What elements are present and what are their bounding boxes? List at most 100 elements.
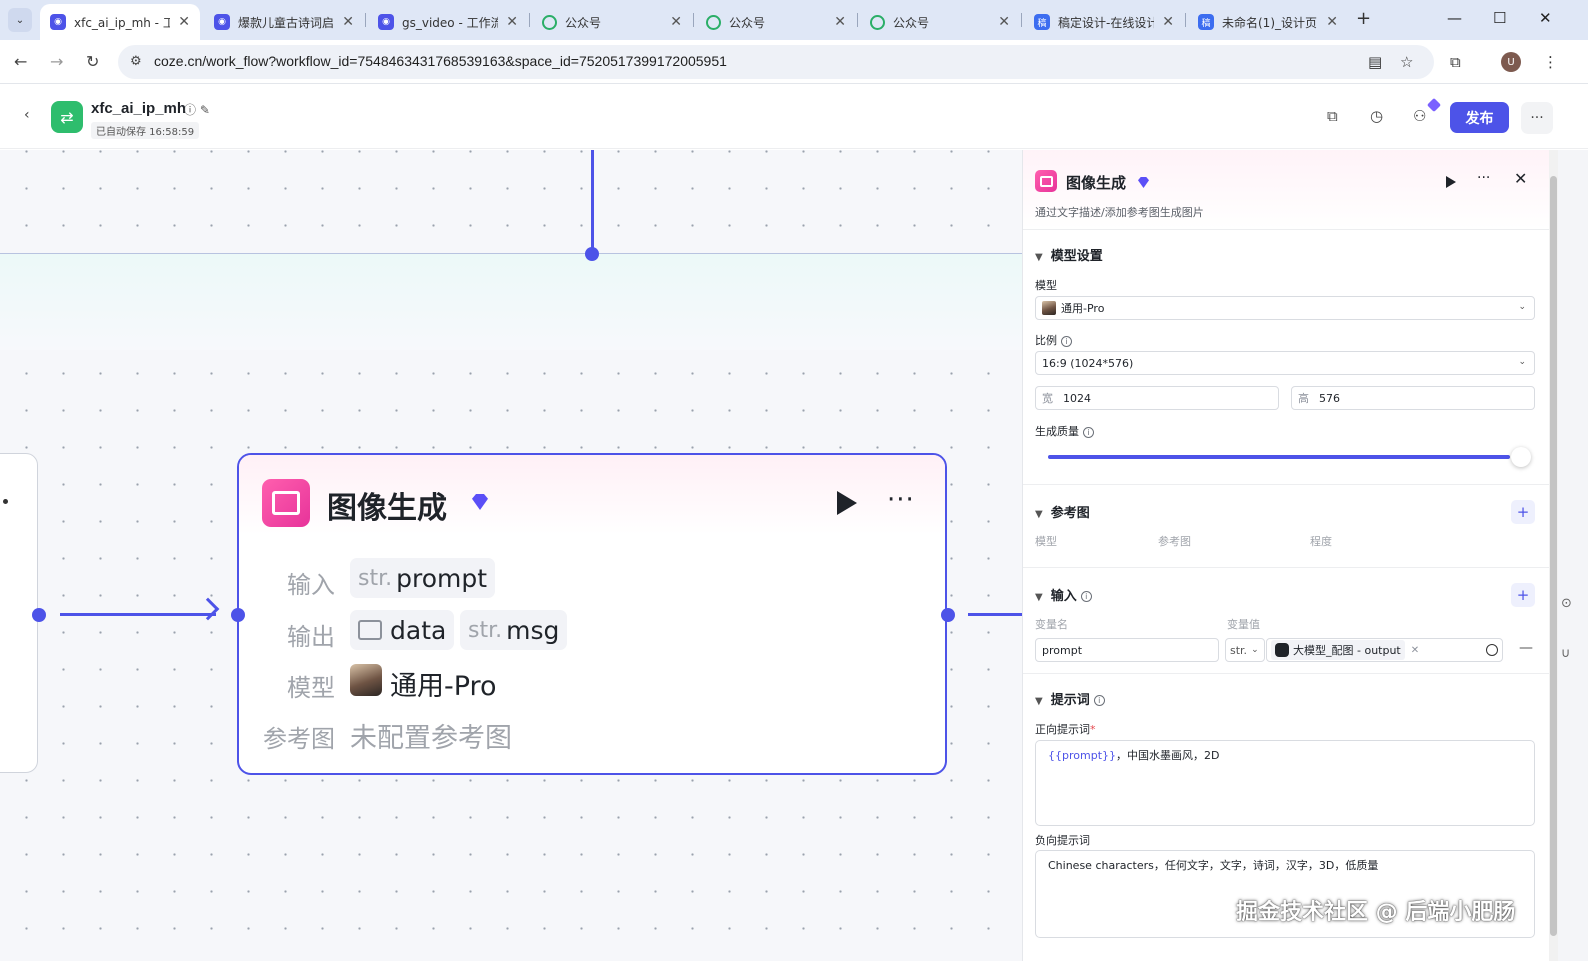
tab-search-button[interactable]: ⌄: [8, 8, 32, 32]
variable-name: prompt: [396, 563, 488, 593]
tab-title: 公众号: [893, 15, 930, 30]
publish-button[interactable]: 发布: [1450, 102, 1509, 133]
positive-prompt-input[interactable]: {{prompt}}，中国水墨画风，2D: [1035, 740, 1535, 826]
image-generation-node[interactable]: 图像生成 ··· 输入 str. prompt 输出 data str. msg…: [237, 453, 947, 775]
close-icon[interactable]: ✕: [1514, 169, 1528, 188]
chevron-down-icon: ⌄: [1251, 645, 1259, 655]
edit-icon[interactable]: ✎: [199, 103, 210, 117]
close-tab-icon[interactable]: ✕: [1162, 14, 1174, 30]
back-arrow-icon[interactable]: ‹: [24, 107, 30, 123]
browser-tab-4[interactable]: 公众号 ✕: [532, 4, 692, 40]
close-tab-icon[interactable]: ✕: [1326, 14, 1338, 30]
bookmark-star-icon[interactable]: ☆: [1400, 53, 1414, 71]
model-select[interactable]: 通用-Pro ⌄: [1035, 296, 1535, 320]
maximize-icon[interactable]: ☐: [1493, 9, 1507, 27]
close-tab-icon[interactable]: ✕: [342, 14, 354, 30]
model-settings-section[interactable]: ▼模型设置: [1035, 245, 1103, 264]
input-label: 输入: [287, 571, 335, 599]
var-type-select[interactable]: str.⌄: [1225, 638, 1265, 662]
ratio-select-value: 16:9 (1024*576): [1042, 356, 1134, 370]
height-field[interactable]: 高 576: [1291, 386, 1535, 410]
quality-slider-track[interactable]: [1048, 455, 1510, 459]
reference-value: 未配置参考图: [350, 723, 512, 754]
collaborators-icon[interactable]: ⚇: [1413, 107, 1427, 125]
model-avatar: [1042, 301, 1056, 315]
workflow-canvas[interactable]: 图像生成 ··· 输入 str. prompt 输出 data str. msg…: [0, 150, 1022, 961]
site-settings-icon[interactable]: ⚙: [130, 54, 142, 69]
output-port[interactable]: [941, 608, 955, 622]
copy-icon[interactable]: ⧉: [1327, 107, 1338, 125]
connection-edge[interactable]: [968, 613, 1022, 616]
info-icon[interactable]: ⓘ: [184, 103, 197, 117]
height-value: 576: [1319, 391, 1340, 405]
remove-input-icon[interactable]: —: [1519, 640, 1533, 656]
run-node-icon[interactable]: [1446, 176, 1456, 188]
browser-menu-icon[interactable]: ⋮: [1543, 53, 1558, 71]
var-name-input[interactable]: prompt: [1035, 638, 1219, 662]
info-icon[interactable]: i: [1061, 335, 1072, 347]
quality-slider-thumb[interactable]: [1511, 447, 1531, 467]
section-title: 提示词: [1050, 693, 1090, 708]
browser-tab-2[interactable]: ◉ 爆款儿童古诗词启 ✕: [204, 4, 364, 40]
clipboard-icon[interactable]: ▤: [1368, 53, 1383, 71]
run-node-icon[interactable]: [837, 491, 857, 515]
new-tab-icon[interactable]: +: [1356, 8, 1372, 29]
watermark: 掘金技术社区 @ 后端小肥肠: [1236, 900, 1516, 925]
add-reference-button[interactable]: +: [1511, 500, 1535, 524]
close-window-icon[interactable]: ✕: [1539, 9, 1552, 27]
reference-section[interactable]: ▼参考图: [1035, 502, 1090, 521]
more-options-button[interactable]: ···: [1521, 102, 1553, 134]
connection-port[interactable]: [585, 247, 599, 261]
minimize-icon[interactable]: —: [1447, 9, 1462, 27]
info-icon[interactable]: i: [1080, 591, 1092, 602]
right-tool-strip: [1558, 150, 1588, 961]
input-port[interactable]: [231, 608, 245, 622]
reload-icon[interactable]: ↻: [86, 52, 100, 71]
scrollbar-thumb[interactable]: [1550, 176, 1557, 936]
previous-node[interactable]: [0, 453, 38, 773]
extensions-icon[interactable]: ⧉: [1450, 53, 1461, 71]
close-tab-icon[interactable]: ✕: [834, 14, 846, 30]
type-tag: str.: [468, 617, 503, 643]
profile-avatar[interactable]: U: [1501, 52, 1521, 72]
strip-tool-icon[interactable]: ∪: [1561, 646, 1571, 661]
negative-prompt-input[interactable]: Chinese characters，任何文字，文字，诗词，汉字，3D，低质量: [1035, 850, 1535, 938]
panel-more-icon[interactable]: ···: [1477, 170, 1491, 186]
connection-edge[interactable]: [60, 613, 216, 616]
clear-reference-icon[interactable]: ✕: [1410, 644, 1420, 656]
variable-picker-icon[interactable]: [1486, 644, 1498, 656]
panel-scrollbar[interactable]: [1549, 150, 1558, 961]
chevron-down-icon: ▼: [1035, 696, 1043, 707]
strip-tool-icon[interactable]: ⊙: [1561, 596, 1572, 611]
node-more-icon[interactable]: ···: [887, 485, 915, 515]
close-tab-icon[interactable]: ✕: [178, 14, 190, 30]
browser-tab-5[interactable]: 公众号 ✕: [696, 4, 856, 40]
add-input-button[interactable]: +: [1511, 583, 1535, 607]
url-text[interactable]: coze.cn/work_flow?workflow_id=7548463431…: [154, 53, 727, 69]
browser-tab-8[interactable]: 稿 未命名(1)_设计页 ✕: [1188, 4, 1348, 40]
width-field[interactable]: 宽 1024: [1035, 386, 1279, 410]
node-group-band: [0, 253, 1022, 350]
close-tab-icon[interactable]: ✕: [670, 14, 682, 30]
ref-col-model: 模型: [1035, 535, 1057, 548]
history-icon[interactable]: ◷: [1370, 107, 1384, 125]
info-icon[interactable]: i: [1083, 426, 1094, 438]
url-omnibox[interactable]: ⚙ coze.cn/work_flow?workflow_id=75484634…: [118, 45, 1434, 79]
close-tab-icon[interactable]: ✕: [506, 14, 518, 30]
var-value-reference[interactable]: 大模型_配图 - output ✕: [1266, 638, 1503, 662]
back-icon[interactable]: ←: [14, 52, 28, 71]
forward-icon[interactable]: →: [50, 52, 64, 71]
browser-tab-1[interactable]: ◉ xfc_ai_ip_mh - 工 ✕: [40, 4, 200, 40]
ref-col-degree: 程度: [1310, 535, 1332, 548]
output-port[interactable]: [32, 608, 46, 622]
model-avatar: [350, 664, 382, 696]
info-icon[interactable]: i: [1093, 695, 1105, 706]
browser-tab-7[interactable]: 稿 稿定设计-在线设计 ✕: [1024, 4, 1184, 40]
browser-tab-6[interactable]: 公众号 ✕: [860, 4, 1020, 40]
ratio-select[interactable]: 16:9 (1024*576) ⌄: [1035, 351, 1535, 375]
close-tab-icon[interactable]: ✕: [998, 14, 1010, 30]
browser-tab-3[interactable]: ◉ gs_video - 工作流 ✕: [368, 4, 528, 40]
panel-header: 图像生成 ··· ✕ 通过文字描述/添加参考图生成图片: [1023, 150, 1549, 230]
